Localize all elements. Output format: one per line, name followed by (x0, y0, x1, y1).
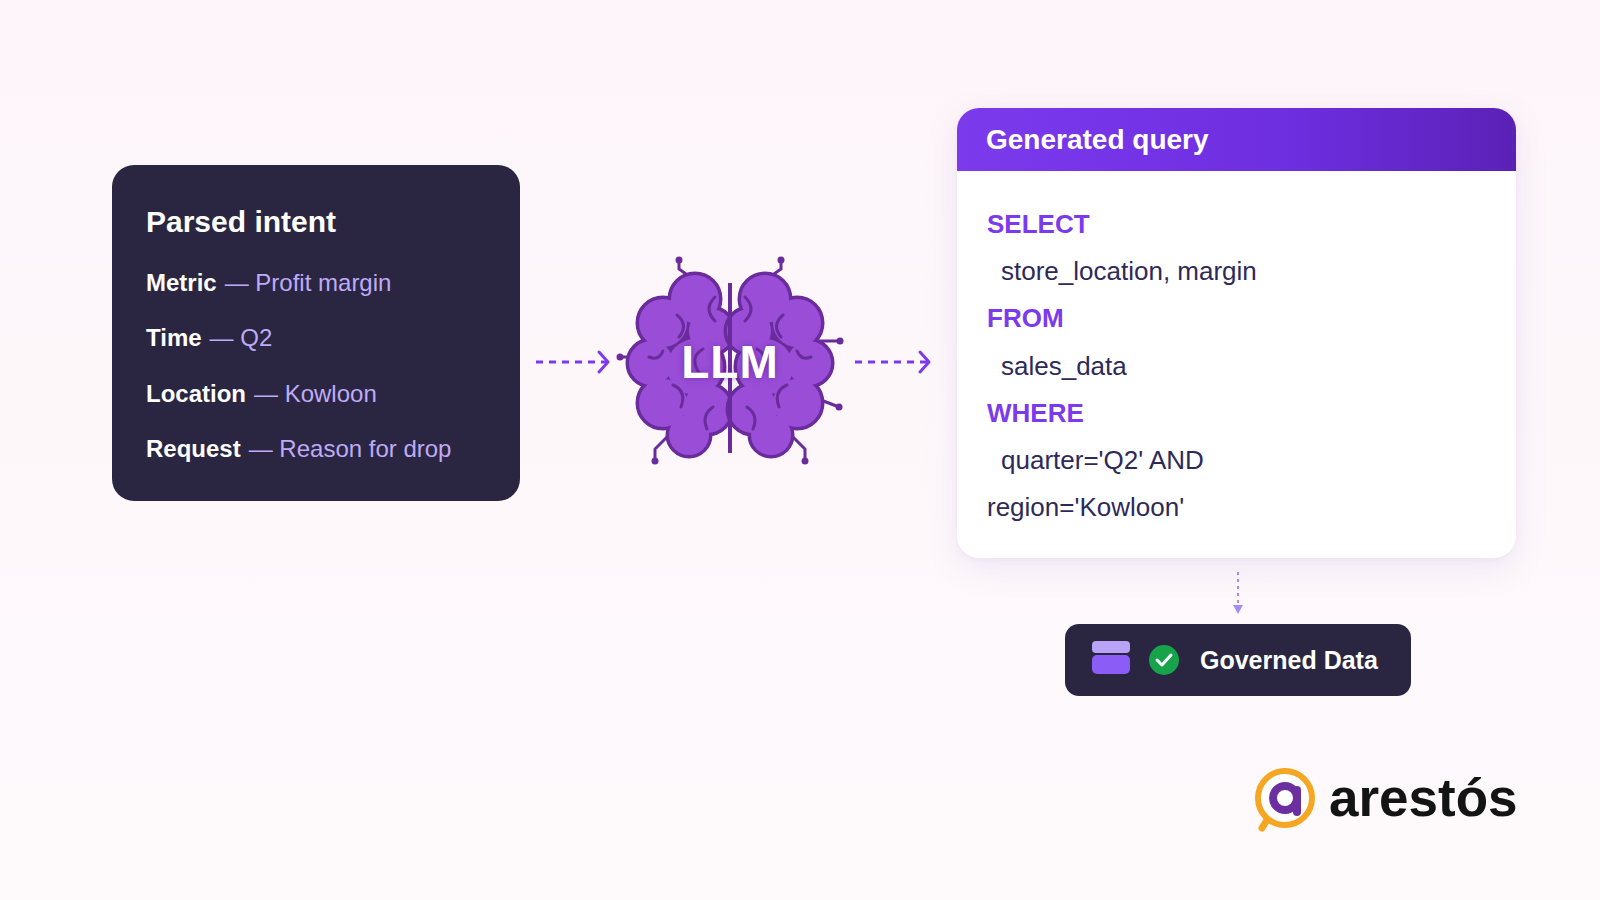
pill-text: Governed Data (1200, 646, 1378, 674)
brain-part (639, 299, 687, 347)
sql-val: sales_data (1001, 351, 1127, 381)
brain-part (620, 260, 840, 461)
brain-part (751, 415, 791, 455)
brain-part (617, 354, 624, 361)
sql-kw: FROM (987, 303, 1064, 333)
brand-wordmark: arestós (1329, 768, 1518, 828)
h-intent: Parsed intent (146, 205, 336, 238)
heading-row: Parsed intent (146, 204, 336, 240)
brain-part (837, 338, 844, 345)
logo-letter-stem (1293, 790, 1301, 812)
intent-row: Request — Reason for drop (146, 434, 451, 464)
connector-line (536, 361, 606, 364)
logo-letter-ring (1273, 786, 1297, 810)
governed-data-pill: Governed Data (1065, 624, 1411, 696)
sql-wrap: quarter='Q2' AND region='Kowloon' (987, 437, 1249, 531)
intent-row: Time — Q2 (146, 323, 272, 353)
k-val: — Profit margin (225, 269, 392, 296)
sql-val: store_location, margin (1001, 256, 1257, 286)
intent-box: Parsed intentMetric — Profit marginTime — … (112, 165, 520, 501)
brain-part (639, 299, 687, 347)
connector-line (855, 361, 927, 364)
arrow-head (920, 352, 929, 372)
llm-text: LLM (681, 336, 779, 388)
brain-part (787, 341, 831, 385)
sql-row: WHERE (987, 398, 1084, 428)
dashed-arrow (536, 352, 608, 372)
card-title: Generated query (986, 123, 1209, 157)
sql-kw: SELECT (987, 209, 1090, 239)
brain-part (773, 299, 821, 347)
brain-part (629, 341, 673, 385)
arrow-head (1233, 605, 1243, 614)
pill-row: Governed Data (1200, 643, 1378, 677)
intent-row: Metric — Profit margin (146, 268, 391, 298)
brain-part (629, 341, 673, 385)
query-card: Generated querySELECT store_location, mar… (957, 108, 1516, 558)
k-key: Request (146, 435, 241, 462)
sql-row: store_location, margin (1001, 256, 1257, 286)
database-icon-body (1092, 655, 1130, 674)
sql-row: sales_data (1001, 351, 1127, 381)
arrow-head (599, 352, 608, 372)
connector-line (1237, 572, 1239, 606)
check-badge (1149, 645, 1179, 675)
brain-part (676, 257, 683, 264)
brain-part (751, 415, 791, 455)
k-val: — Q2 (210, 324, 273, 351)
brain-part (669, 415, 709, 455)
intent-row: Location — Kowloon (146, 379, 377, 409)
logo-bubble-tail (1262, 815, 1270, 828)
sql-kw: WHERE (987, 398, 1084, 428)
k-val: — Kowloon (254, 380, 377, 407)
brain-part (802, 458, 809, 465)
brain-part (787, 341, 831, 385)
k-key: Metric (146, 269, 217, 296)
brain-part (773, 299, 821, 347)
dashed-arrow (1233, 572, 1243, 614)
brain-part (652, 458, 659, 465)
sql-row: FROM (987, 303, 1064, 333)
k-key: Time (146, 324, 202, 351)
k-key: Location (146, 380, 246, 407)
brain-part (836, 404, 843, 411)
brain-part (778, 257, 785, 264)
card-header: Generated query (957, 108, 1516, 171)
check-mark (1157, 655, 1171, 665)
k-val: — Reason for drop (249, 435, 452, 462)
sql-row: quarter='Q2' AND region='Kowloon' (987, 437, 1249, 531)
llm-row: LLM (615, 257, 845, 467)
brain-part (669, 415, 709, 455)
sql-row: SELECT (987, 209, 1090, 239)
logo-bubble (1258, 771, 1312, 825)
database-icon-top (1092, 641, 1130, 653)
llm-brain: LLM (615, 257, 845, 467)
dashed-arrow (855, 352, 929, 372)
